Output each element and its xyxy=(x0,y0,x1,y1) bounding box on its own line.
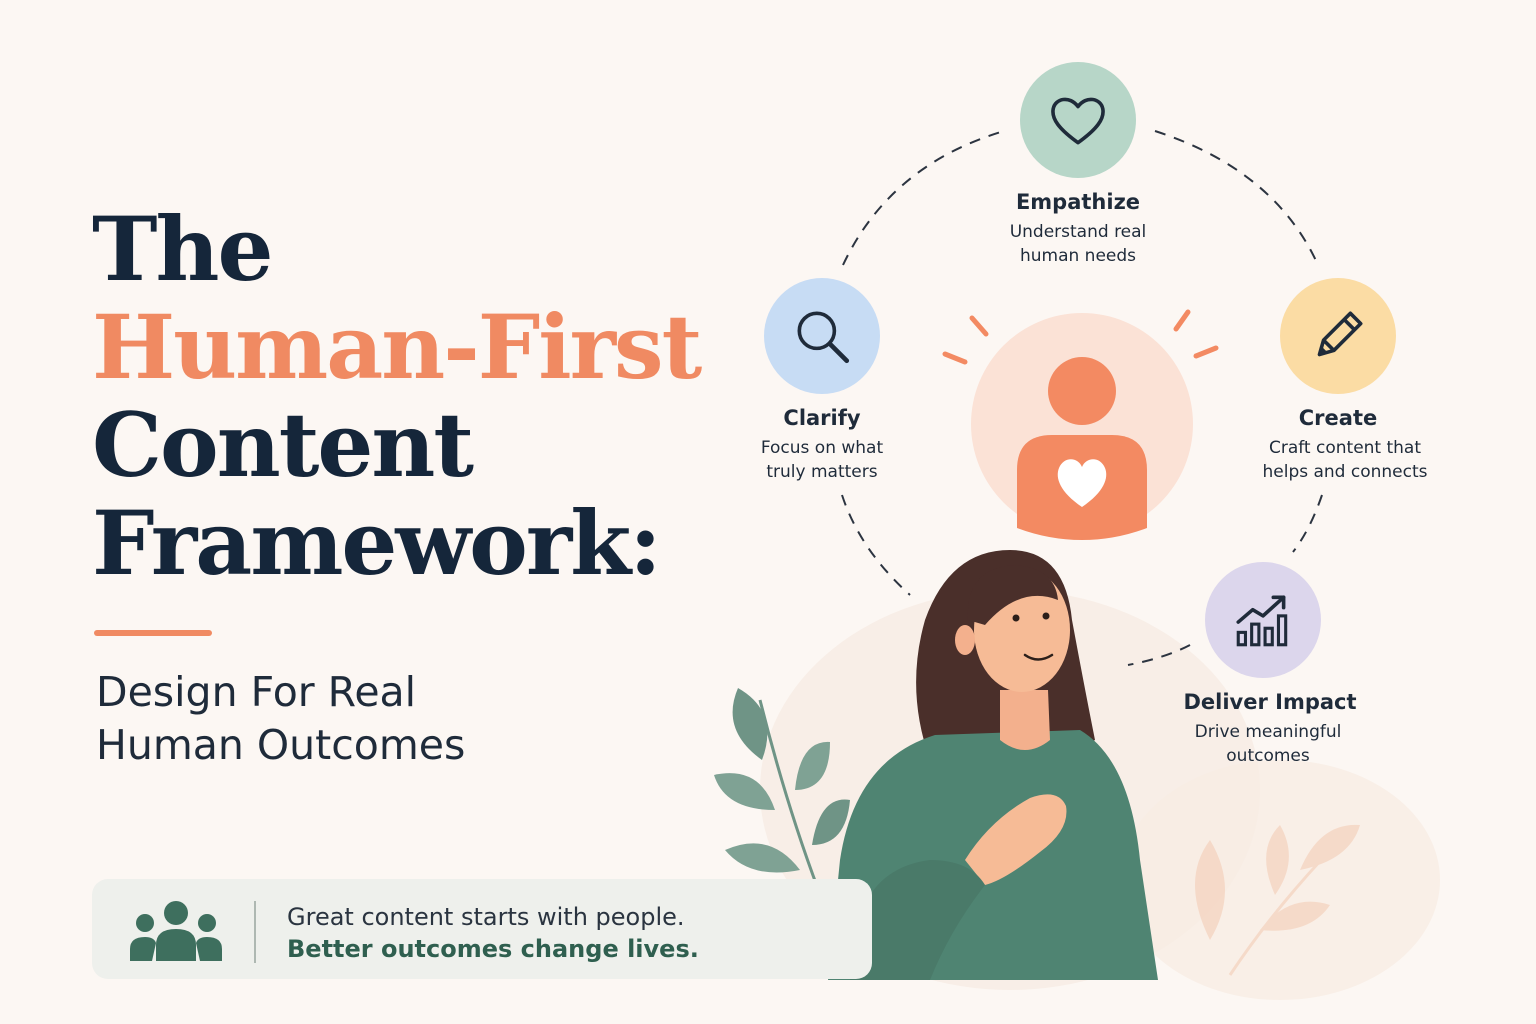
tagline-banner: Great content starts with people. Better… xyxy=(92,879,872,979)
empathize-desc: Understand real human needs xyxy=(978,220,1178,268)
empathize-title: Empathize xyxy=(1015,190,1141,214)
empathize-desc-line-1: Understand real xyxy=(1009,222,1147,242)
leaf-branch-right xyxy=(1195,824,1360,976)
main-title: The Human-First Content Framework: xyxy=(92,200,712,592)
person-heart-emblem xyxy=(942,309,1219,540)
title-line-content: Content xyxy=(92,393,474,497)
create-title: Create xyxy=(1298,406,1378,430)
clarify-desc-line-2: truly matters xyxy=(766,462,878,482)
create-desc-line-2: helps and connects xyxy=(1262,462,1428,482)
deliver-impact-desc-line-1: Drive meaningful xyxy=(1194,722,1342,742)
woman-illustration xyxy=(828,550,1158,980)
people-group-icon xyxy=(130,901,222,961)
deliver-impact-title: Deliver Impact xyxy=(1183,690,1357,714)
deliver-impact-desc: Drive meaningful outcomes xyxy=(1168,720,1368,768)
create-node xyxy=(1280,278,1396,394)
pencil-icon xyxy=(1317,311,1363,357)
deliver-impact-node xyxy=(1205,562,1321,678)
cycle-dashed-path xyxy=(841,130,1323,666)
title-line-the: The xyxy=(92,197,273,301)
create-desc: Craft content that helps and connects xyxy=(1235,436,1455,484)
deliver-impact-desc-line-2: outcomes xyxy=(1226,746,1310,766)
subtitle-line-1: Design For Real xyxy=(96,668,417,716)
title-line-framework: Framework: xyxy=(92,491,662,595)
banner-text: Great content starts with people. Better… xyxy=(287,901,847,965)
growth-chart-icon xyxy=(1236,595,1288,647)
clarify-title: Clarify xyxy=(783,406,861,430)
subtitle: Design For Real Human Outcomes xyxy=(96,666,656,772)
empathize-node xyxy=(1020,62,1136,178)
empathize-desc-line-2: human needs xyxy=(1019,246,1137,266)
clarify-desc: Focus on what truly matters xyxy=(722,436,922,484)
heart-icon xyxy=(1051,97,1105,145)
title-divider xyxy=(94,630,212,636)
clarify-desc-line-1: Focus on what xyxy=(760,438,884,458)
subtitle-line-2: Human Outcomes xyxy=(96,721,466,769)
banner-divider xyxy=(254,901,256,963)
search-icon xyxy=(797,311,850,364)
banner-line-1: Great content starts with people. xyxy=(287,903,685,931)
clarify-node xyxy=(764,278,880,394)
create-desc-line-1: Craft content that xyxy=(1268,438,1422,458)
title-line-human-first: Human-First xyxy=(92,295,702,399)
banner-line-2: Better outcomes change lives. xyxy=(287,935,699,963)
leaf-branch-left xyxy=(714,688,850,921)
